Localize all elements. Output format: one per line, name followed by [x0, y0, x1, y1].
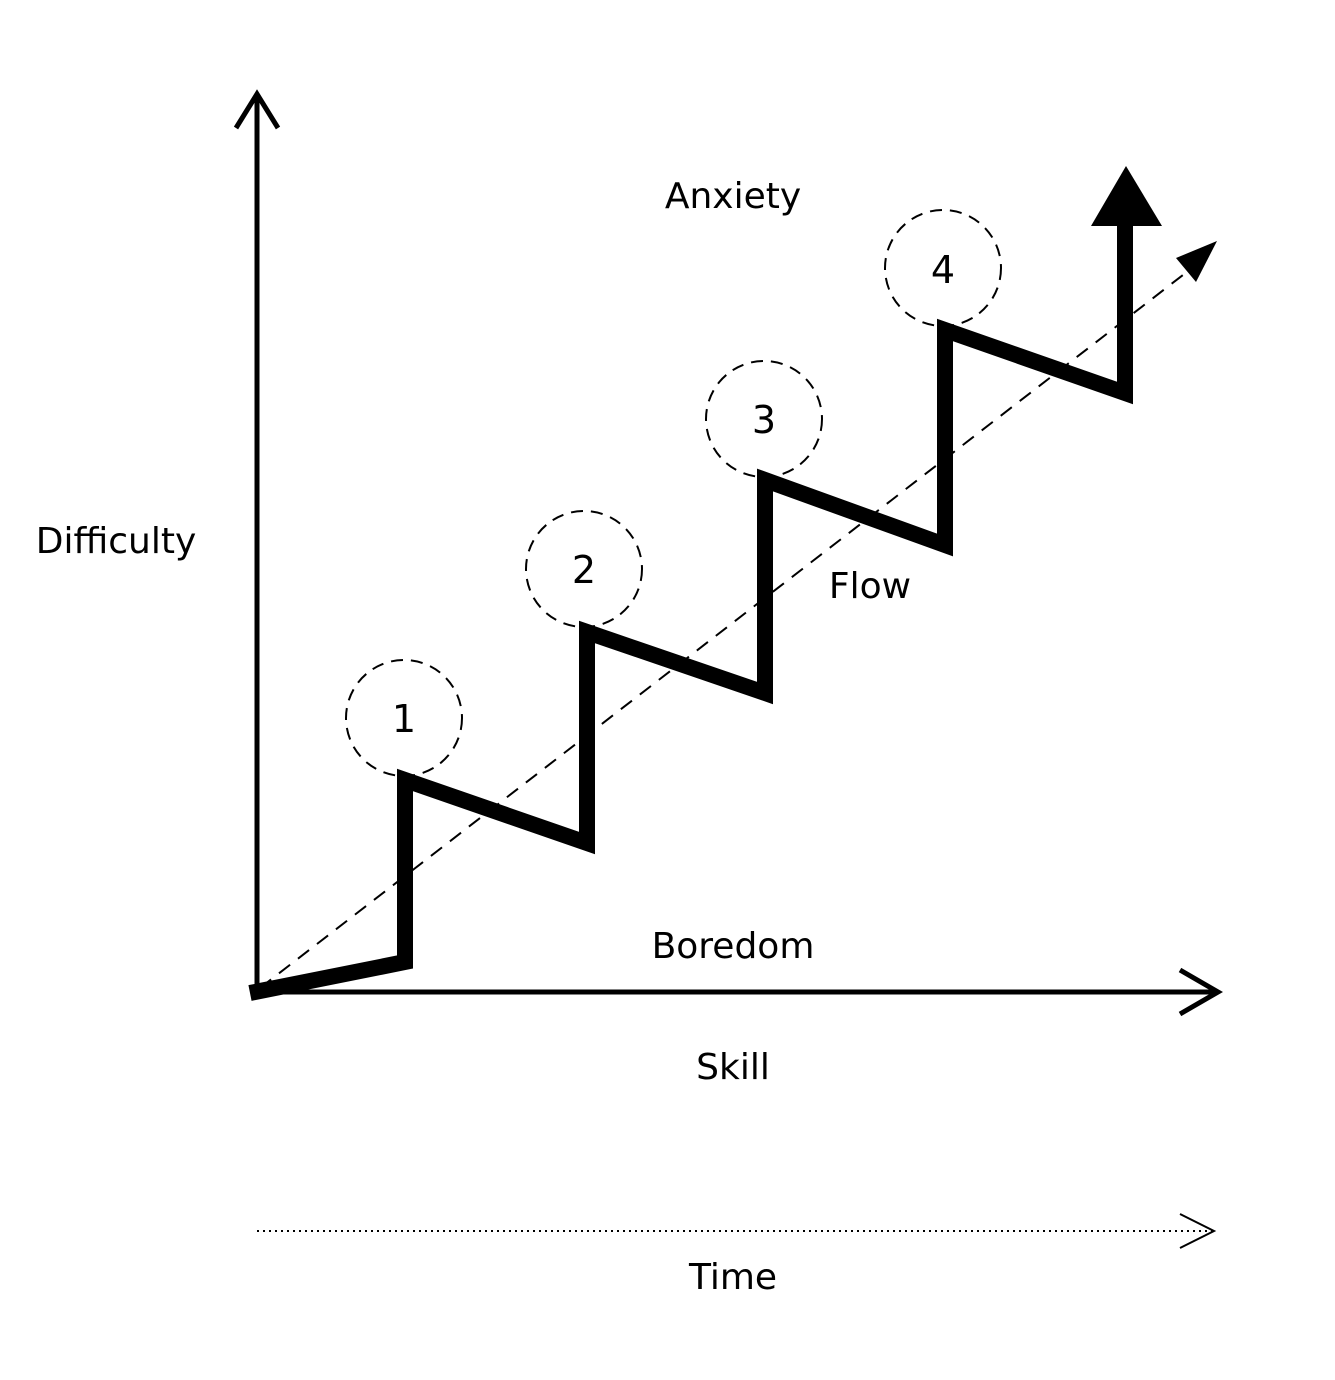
step-circles	[345, 209, 1002, 777]
y-axis	[233, 89, 281, 992]
step-number-1: 1	[392, 697, 416, 741]
x-axis-arrow-icon	[1178, 967, 1223, 1017]
step-number-4: 4	[931, 248, 955, 292]
learning-path	[248, 166, 1162, 1001]
y-axis-arrow-icon	[233, 89, 281, 130]
x-axis	[257, 967, 1223, 1017]
path-arrow-icon	[1091, 166, 1162, 226]
diagonal-arrow-icon	[1176, 241, 1217, 282]
time-label: Time	[688, 1257, 777, 1298]
flow-label: Flow	[829, 566, 911, 607]
time-arrow-icon	[1179, 1213, 1217, 1249]
time-arrow	[257, 1213, 1217, 1249]
boredom-label: Boredom	[652, 926, 815, 967]
difficulty-label: Difficulty	[36, 521, 197, 562]
step-number-3: 3	[752, 398, 776, 442]
anxiety-label: Anxiety	[665, 176, 801, 217]
flow-diagonal	[259, 241, 1217, 989]
step-number-2: 2	[572, 548, 596, 592]
skill-label: Skill	[696, 1047, 770, 1088]
